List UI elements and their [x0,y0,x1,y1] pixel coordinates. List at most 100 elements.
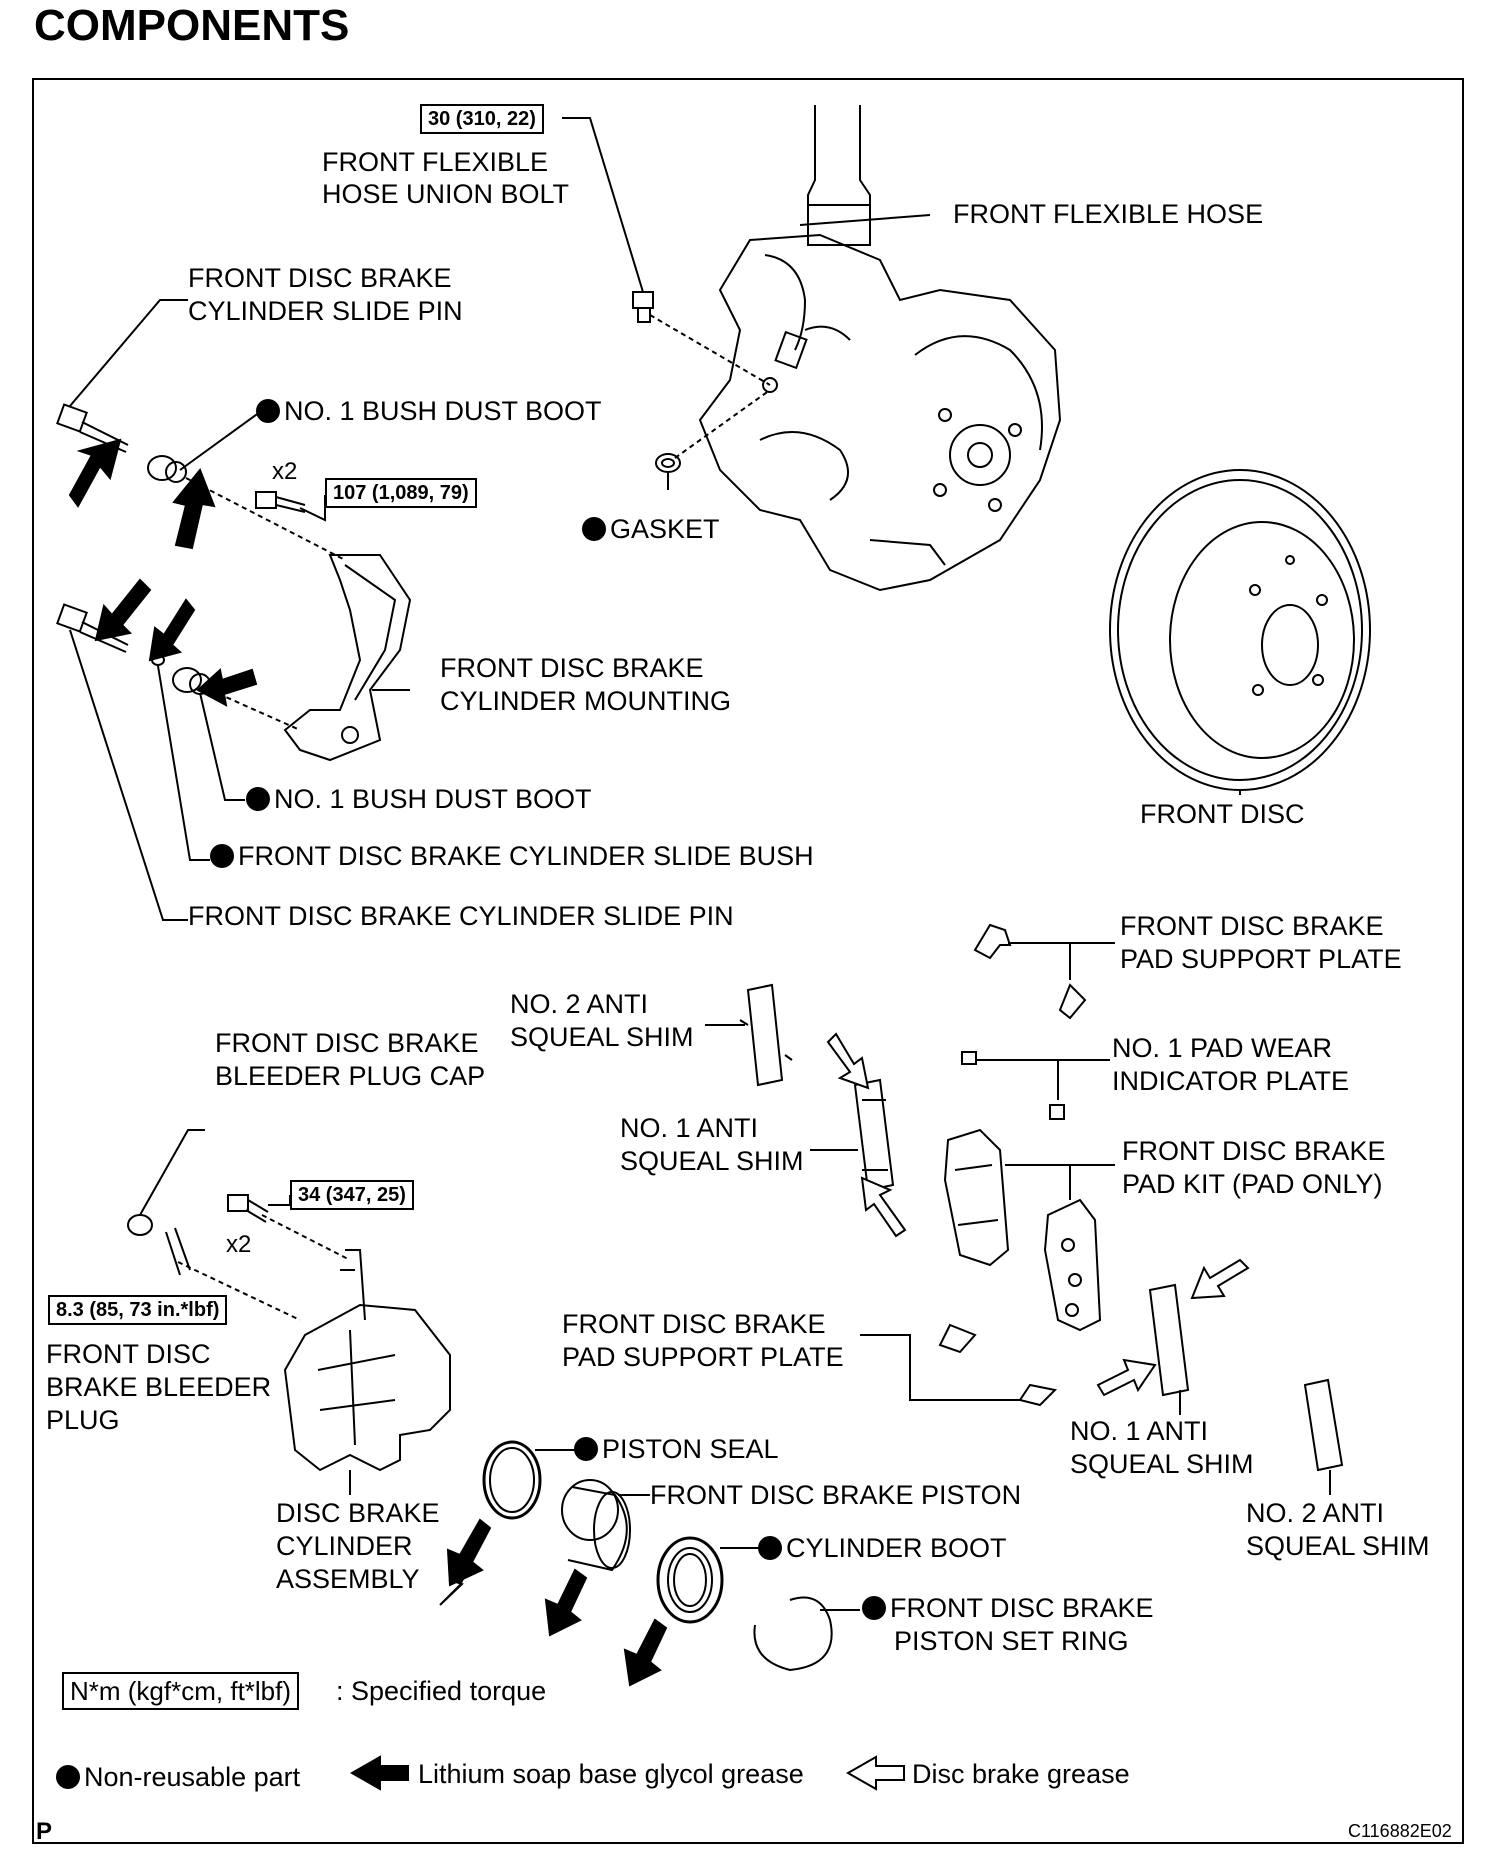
steering-knuckle-drawing [698,105,1062,592]
no2-anti-squeal-shim-right-drawing [1303,1378,1344,1495]
label-bleeder-cap-1: FRONT DISC BRAKE [215,1028,479,1058]
non-reusable-dot [210,844,234,868]
pad-support-plate-bottom-drawing [860,1323,1058,1407]
legend-torque-text: : Specified torque [336,1676,547,1706]
figure-code: C116882E02 [1348,1821,1452,1841]
label-text: PISTON SEAL [602,1434,779,1464]
label-piston-seal: PISTON SEAL [574,1433,779,1466]
label-pad-kit-1: FRONT DISC BRAKE [1122,1136,1386,1166]
label-hose-union-bolt-2: HOSE UNION BOLT [322,179,570,209]
label-bleeder-plug-1: FRONT DISC [46,1339,211,1369]
non-reusable-dot [256,399,280,423]
label-cylinder-boot: CYLINDER BOOT [758,1532,1007,1565]
label-no1-shim-left-1: NO. 1 ANTI [620,1113,759,1143]
cylinder-boot-drawing [656,1536,760,1624]
non-reusable-dot [582,517,606,541]
label-mounting-1: FRONT DISC BRAKE [440,653,704,683]
label-no1-shim-left-2: SQUEAL SHIM [620,1146,804,1176]
label-text: FRONT DISC BRAKE [890,1593,1154,1623]
label-pad-support-top-2: PAD SUPPORT PLATE [1120,944,1402,974]
gasket-drawing [655,389,771,490]
torque-bleeder-plug: 8.3 (85, 73 in.*lbf) [48,1295,228,1325]
label-bush-dust-boot-top: NO. 1 BUSH DUST BOOT [256,395,602,428]
non-reusable-dot [246,787,270,811]
label-bleeder-plug-2: BRAKE BLEEDER [46,1372,272,1402]
union-bolt-drawing [562,117,771,386]
dust-boots-drawing [147,411,346,861]
legend-disc-grease: Disc brake grease [912,1759,1130,1789]
label-piston: FRONT DISC BRAKE PISTON [650,1480,1022,1510]
label-text: NO. 1 BUSH DUST BOOT [274,784,592,814]
label-pad-support-bottom-2: PAD SUPPORT PLATE [562,1342,844,1372]
flexible-hose-drawing [762,214,931,393]
disc-grease-arrows [826,1032,1250,1397]
label-no2-shim-left-1: NO. 2 ANTI [510,989,649,1019]
label-gasket: GASKET [582,513,720,546]
label-no2-shim-left-2: SQUEAL SHIM [510,1022,694,1052]
lithium-grease-arrows [68,438,668,1687]
torque-mounting-bolt: 107 (1,089, 79) [325,478,477,508]
legend-non-reusable: Non-reusable part [56,1760,300,1794]
label-slide-pin-bottom: FRONT DISC BRAKE CYLINDER SLIDE PIN [188,901,734,931]
slide-pins-drawing [56,299,188,921]
mounting-bolt-qty: x2 [272,458,298,485]
pad-kit-drawing [943,1128,1115,1332]
label-text: NO. 1 BUSH DUST BOOT [284,396,602,426]
non-reusable-dot [56,1765,80,1789]
label-bush-dust-boot-bottom: NO. 1 BUSH DUST BOOT [246,783,592,816]
label-no1-shim-right-2: SQUEAL SHIM [1070,1449,1254,1479]
label-slide-bush: FRONT DISC BRAKE CYLINDER SLIDE BUSH [210,840,814,873]
front-disc-drawing [1109,469,1371,795]
label-flexible-hose: FRONT FLEXIBLE HOSE [953,199,1264,229]
label-wear-indicator-1: NO. 1 PAD WEAR [1112,1033,1333,1063]
label-slide-pin-top-1: FRONT DISC BRAKE [188,263,452,293]
torque-union-bolt: 30 (310, 22) [420,104,544,134]
caliper-mounting-drawing [283,554,412,762]
label-wear-indicator-2: INDICATOR PLATE [1112,1066,1350,1096]
no2-anti-squeal-shim-left-drawing [705,983,793,1087]
legend-lithium: Lithium soap base glycol grease [418,1759,804,1789]
caliper-assembly-drawing [283,1249,451,1495]
pad-support-plate-top-drawing [973,923,1115,1020]
label-set-ring-2: PISTON SET RING [894,1626,1129,1656]
no1-anti-squeal-shim-right-drawing [1148,1283,1190,1415]
label-pad-support-top-1: FRONT DISC BRAKE [1120,911,1384,941]
label-front-disc: FRONT DISC [1140,799,1305,829]
piston-set-ring-drawing [753,1596,860,1672]
label-pad-kit-2: PAD KIT (PAD ONLY) [1122,1169,1383,1199]
label-pad-support-bottom-1: FRONT DISC BRAKE [562,1309,826,1339]
label-mounting-2: CYLINDER MOUNTING [440,686,732,716]
label-no1-shim-right-1: NO. 1 ANTI [1070,1416,1209,1446]
piston-drawing [561,1479,650,1572]
diagram-frame [32,78,1464,1844]
label-cylinder-assy-2: CYLINDER [276,1531,413,1561]
non-reusable-dot [862,1596,886,1620]
legend-graphics [349,1755,905,1791]
label-slide-pin-top-2: CYLINDER SLIDE PIN [188,296,463,326]
mounting-bolt-drawing [255,491,326,522]
no1-anti-squeal-shim-left-drawing [810,1078,895,1192]
non-reusable-dot [758,1536,782,1560]
torque-cylinder-bolt: 34 (347, 25) [290,1180,414,1210]
label-set-ring-1: FRONT DISC BRAKE [862,1592,1154,1625]
legend-torque-unit: N*m (kgf*cm, ft*lbf) [62,1672,300,1710]
label-no2-shim-right-1: NO. 2 ANTI [1246,1498,1385,1528]
footer-left: P [36,1818,53,1845]
label-text: CYLINDER BOOT [786,1533,1007,1563]
page-title: COMPONENTS [34,1,350,50]
piston-seal-drawing [482,1440,575,1520]
non-reusable-dot [574,1437,598,1461]
label-cylinder-assy-3: ASSEMBLY [276,1564,420,1594]
label-bleeder-cap-2: BLEEDER PLUG CAP [215,1061,486,1091]
cylinder-bolt-qty: x2 [226,1231,252,1258]
bleeder-plug-drawing [127,1129,301,1321]
label-cylinder-assy-1: DISC BRAKE [276,1498,440,1528]
label-text: GASKET [610,514,720,544]
legend-text: Non-reusable part [84,1762,301,1792]
label-bleeder-plug-3: PLUG [46,1405,120,1435]
label-no2-shim-right-2: SQUEAL SHIM [1246,1531,1430,1561]
wear-indicator-drawing [961,1051,1110,1120]
label-text: FRONT DISC BRAKE CYLINDER SLIDE BUSH [238,841,814,871]
label-hose-union-bolt-1: FRONT FLEXIBLE [322,147,549,177]
